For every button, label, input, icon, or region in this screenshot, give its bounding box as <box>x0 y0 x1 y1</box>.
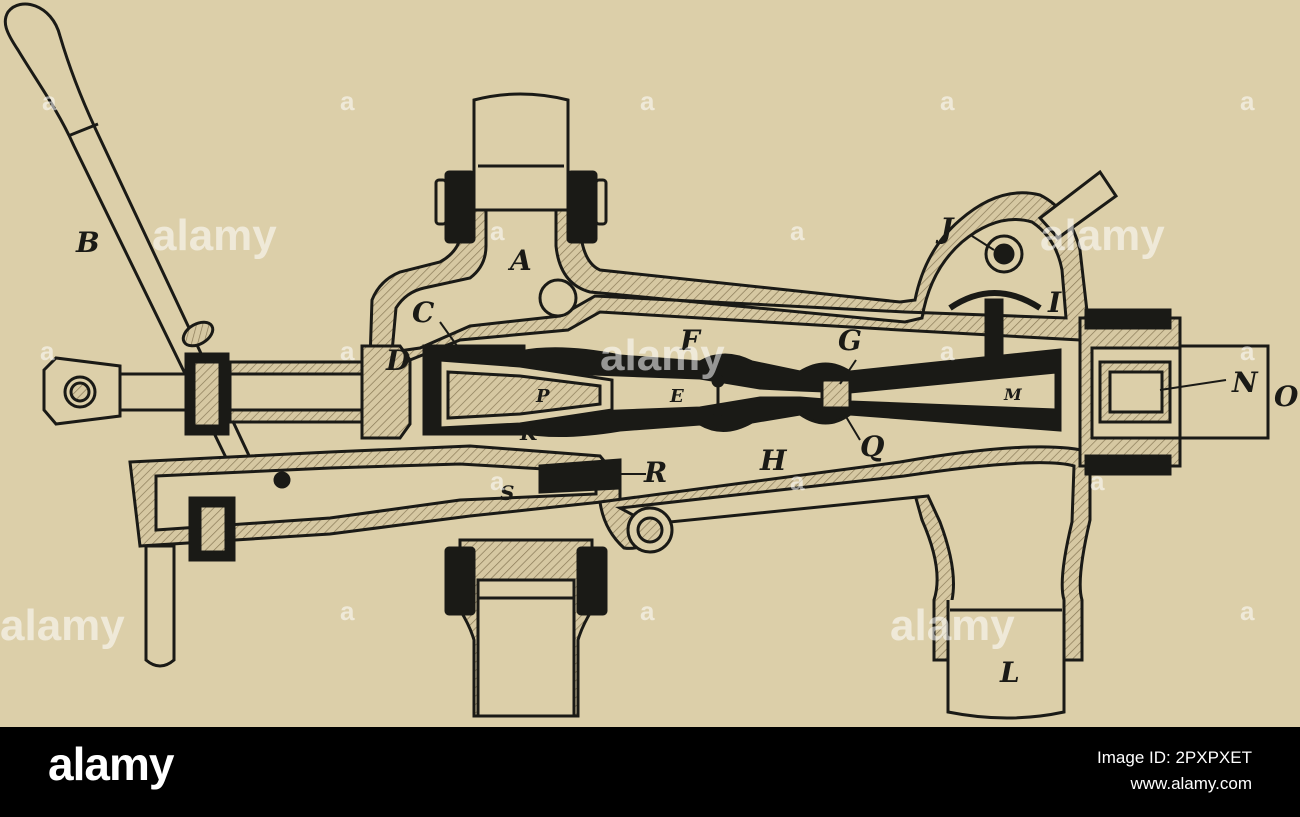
watermark-mark: a <box>490 216 505 246</box>
site-url-text: www.alamy.com <box>1130 774 1252 793</box>
watermark-mark: a <box>790 216 805 246</box>
watermark-mark: a <box>40 336 55 366</box>
watermark-mark: a <box>42 86 57 116</box>
watermark-mark: a <box>1090 466 1105 496</box>
label-h: H <box>759 444 788 477</box>
label-g: G <box>838 324 862 357</box>
spindle <box>42 352 364 436</box>
watermark-mark: a <box>340 336 355 366</box>
watermark-mark: a <box>340 596 355 626</box>
label-s: S <box>500 481 514 505</box>
watermark-mark: a <box>640 596 655 626</box>
watermark-mark: a <box>940 86 955 116</box>
combining-tube <box>518 347 1062 438</box>
steam-nozzle <box>360 344 614 440</box>
watermarks: alamy alamy alamy alamy alamy a a a a a … <box>0 86 1255 650</box>
label-l: L <box>999 656 1020 689</box>
watermark-text: alamy <box>152 211 277 260</box>
label-c: C <box>412 296 435 329</box>
water-valve <box>128 444 622 668</box>
label-f: F <box>679 324 702 357</box>
watermark-mark: a <box>640 86 655 116</box>
label-m: M <box>1003 385 1023 404</box>
footer-logo: alamy <box>48 738 174 790</box>
label-i: I <box>1047 286 1062 319</box>
lower-body <box>598 445 1092 720</box>
label-n: N <box>1231 366 1259 399</box>
delivery-end <box>1078 308 1270 476</box>
watermark-mark: a <box>790 466 805 496</box>
label-a: A <box>507 244 532 277</box>
label-d: D <box>385 344 411 377</box>
part-labels: A B C D E F G H I J K L M N O P Q R S <box>75 212 1299 689</box>
label-r: R <box>643 456 667 489</box>
overflow-valve <box>948 169 1119 364</box>
label-j: J <box>935 212 955 245</box>
watermark-text: alamy <box>1040 211 1165 260</box>
water-inlet-pipe <box>444 538 608 718</box>
stock-footer-bar: alamy Image ID: 2PXPXET www.alamy.com <box>0 727 1300 817</box>
label-o: O <box>1274 380 1299 413</box>
label-b: B <box>75 226 100 259</box>
watermark-text: alamy <box>600 331 725 380</box>
injector-section-drawing: A B C D E F G H I J K L M N O P Q R S al… <box>0 0 1300 727</box>
watermark-text: alamy <box>890 601 1015 650</box>
label-e: E <box>669 386 684 407</box>
leader-lines <box>439 235 1227 475</box>
watermark-mark: a <box>940 336 955 366</box>
footer-image-info: Image ID: 2PXPXET www.alamy.com <box>1097 745 1252 797</box>
watermark-mark: a <box>1240 596 1255 626</box>
watermark-mark: a <box>490 466 505 496</box>
label-k: K <box>519 421 539 445</box>
watermark-mark: a <box>1240 86 1255 116</box>
watermark-mark: a <box>340 86 355 116</box>
label-p: P <box>535 386 550 407</box>
watermark-mark: a <box>1240 336 1255 366</box>
image-id-text: Image ID: 2PXPXET <box>1097 748 1252 767</box>
label-q: Q <box>860 430 884 463</box>
watermark-text: alamy <box>0 601 125 650</box>
